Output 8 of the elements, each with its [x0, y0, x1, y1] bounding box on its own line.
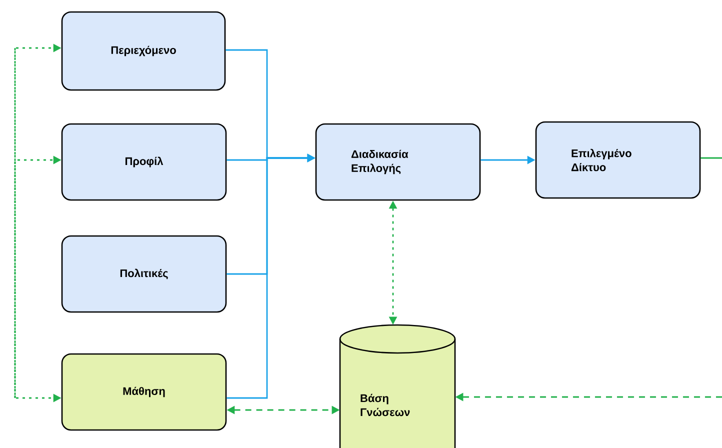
process-box: Πολιτικές — [61, 235, 227, 313]
process-box: Περιεχόμενο — [61, 11, 226, 91]
process-box: Επιλεγμένο Δίκτυο — [535, 121, 701, 199]
process-box: Μάθηση — [61, 353, 227, 431]
process-box: Διαδικασία Επιλογής — [315, 123, 481, 201]
database-cylinder: Βάση Γνώσεων — [339, 324, 456, 448]
process-box: Προφίλ — [61, 123, 227, 201]
connector-line — [700, 157, 722, 159]
